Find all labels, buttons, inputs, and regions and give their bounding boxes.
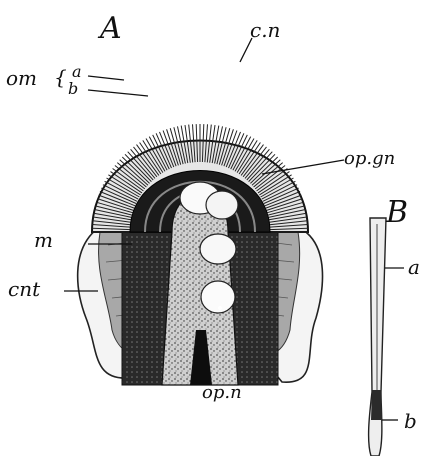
ganglion-cell-5 — [218, 306, 222, 310]
label-a-rod: a — [408, 255, 420, 279]
panel-label-a: A — [97, 11, 122, 46]
ganglion-cell-2 — [206, 191, 238, 219]
ganglion-cell-4 — [201, 281, 235, 313]
label-opn: op.n — [202, 382, 242, 403]
label-b-top: b — [68, 79, 78, 98]
label-cn: c.n — [250, 18, 280, 42]
label-m: m — [34, 228, 53, 252]
rod-b-dark-end — [371, 390, 382, 420]
label-cnt: cnt — [8, 277, 41, 301]
label-opgn: op.gn — [344, 148, 395, 169]
panel-label-b: B — [385, 195, 408, 230]
label-om: om — [6, 66, 37, 90]
label-b-rod: b — [404, 409, 417, 433]
ganglion-cell-3 — [200, 234, 236, 264]
label-om-brace: { — [54, 65, 67, 89]
